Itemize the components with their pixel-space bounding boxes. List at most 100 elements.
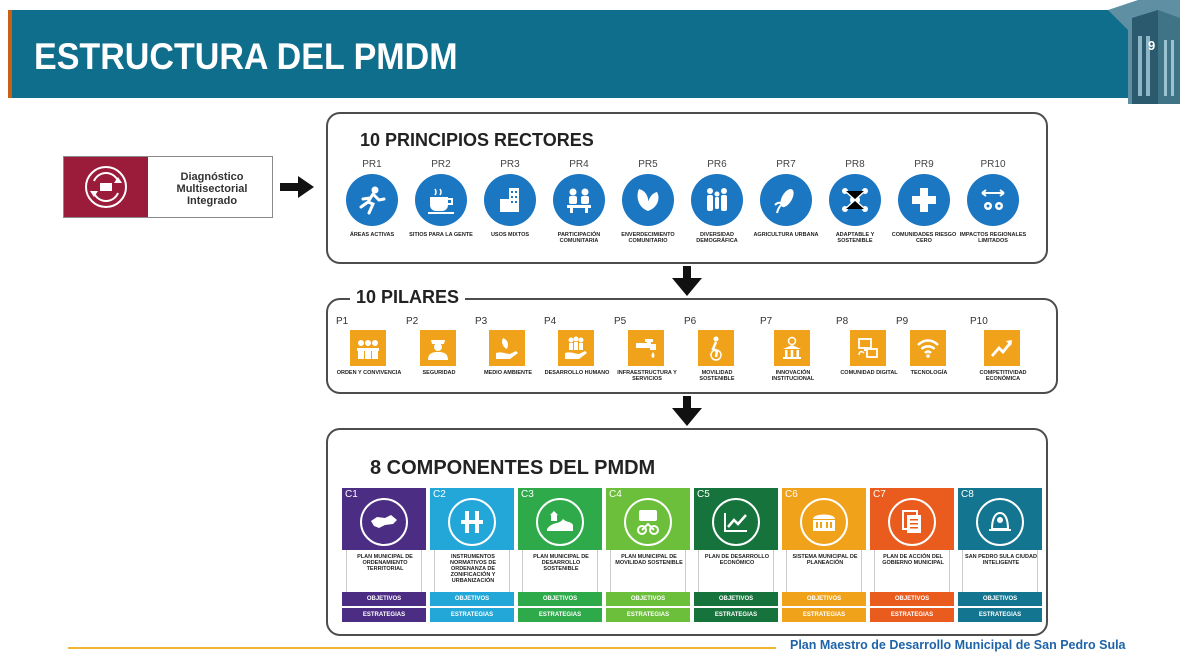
family-icon [691, 174, 743, 226]
pilar-code: P9 [896, 316, 909, 327]
objetivos-label: OBJETIVOS [958, 592, 1042, 606]
pilar-code: P2 [406, 316, 419, 327]
principio-code: PR10 [980, 159, 1006, 170]
componente-header: C1 [342, 488, 426, 550]
pilar-label: INFRAESTRUCTURA Y SERVICIOS [617, 370, 677, 382]
leaves-icon [622, 174, 674, 226]
principio-item: PR9 COMUNIDADES RIESGO CERO [889, 158, 959, 244]
componente-body: PLAN MUNICIPAL DE MOVILIDAD SOSTENIBLE [610, 550, 686, 592]
componente-label: PLAN DE ACCIÓN DEL GOBIERNO MUNICIPAL [882, 554, 944, 566]
diagnosis-cycle-icon [64, 157, 148, 217]
pilar-code: P4 [544, 316, 557, 327]
source-line-3: Integrado [186, 195, 238, 207]
pilar-code: P8 [836, 316, 849, 327]
estrategias-label: ESTRATEGIAS [958, 608, 1042, 622]
objetivos-label: OBJETIVOS [870, 592, 954, 606]
principio-code: PR8 [845, 159, 865, 170]
componente-body: PLAN DE DESARROLLO ECONÓMICO [698, 550, 774, 592]
pilar-label: COMPETITIVIDAD ECONÓMICA [979, 370, 1027, 382]
footer-text: Plan Maestro de Desarrollo Municipal de … [790, 638, 1126, 652]
principio-label: ÁREAS ACTIVAS [349, 232, 395, 238]
principio-item: PR4 PARTICIPACIÓN COMUNITARIA [544, 158, 614, 244]
economy-chart-icon [712, 498, 760, 546]
principio-code: PR4 [569, 159, 589, 170]
principio-code: PR2 [431, 159, 451, 170]
componente-card: C6 SISTEMA MUNICIPAL DE PLANEACIÓN OBJET… [782, 488, 866, 624]
componente-code: C7 [873, 489, 886, 500]
componente-card: C8 SAN PEDRO SULA CIUDAD INTELIGENTE OBJ… [958, 488, 1042, 624]
componente-body: INSTRUMENTOS NORMATIVOS DE ORDENANZA DE … [434, 550, 510, 592]
objetivos-label: OBJETIVOS [430, 592, 514, 606]
componente-card: C4 PLAN MUNICIPAL DE MOVILIDAD SOSTENIBL… [606, 488, 690, 624]
territory-map-icon [360, 498, 408, 546]
source-line-1: Diagnóstico [180, 171, 244, 183]
componente-body: PLAN MUNICIPAL DE DESARROLLO SOSTENIBLE [522, 550, 598, 592]
principio-item: PR6 DIVERSIDAD DEMOGRÁFICA [682, 158, 752, 244]
principio-item: PR1 ÁREAS ACTIVAS [337, 158, 407, 238]
principio-item: PR8 ADAPTABLE Y SOSTENIBLE [820, 158, 890, 244]
componente-code: C1 [345, 489, 358, 500]
city-hall-icon [800, 498, 848, 546]
principio-label: PARTICIPACIÓN COMUNITARIA [557, 232, 601, 244]
objetivos-label: OBJETIVOS [782, 592, 866, 606]
arrow-down-icon [672, 266, 702, 296]
wifi-icon [910, 330, 946, 366]
componente-label: SISTEMA MUNICIPAL DE PLANEACIÓN [792, 554, 858, 566]
principio-label: ENVERDECIMIENTO COMUNITARIO [621, 232, 675, 244]
estrategias-label: ESTRATEGIAS [518, 608, 602, 622]
componente-card: C2 INSTRUMENTOS NORMATIVOS DE ORDENANZA … [430, 488, 514, 624]
componente-card: C1 PLAN MUNICIPAL DE ORDENAMIENTO TERRIT… [342, 488, 426, 624]
principio-label: ADAPTABLE Y SOSTENIBLE [835, 232, 875, 244]
objetivos-label: OBJETIVOS [606, 592, 690, 606]
source-line-2: Multisectorial [176, 183, 248, 195]
principio-label: DIVERSIDAD DEMOGRÁFICA [696, 232, 738, 244]
estrategias-label: ESTRATEGIAS [782, 608, 866, 622]
componente-card: C3 PLAN MUNICIPAL DE DESARROLLO SOSTENIB… [518, 488, 602, 624]
landscape-icon [536, 498, 584, 546]
principio-item: PR5 ENVERDECIMIENTO COMUNITARIO [613, 158, 683, 244]
corn-icon [760, 174, 812, 226]
principio-label: SITIOS PARA LA GENTE [409, 232, 473, 238]
pilar-code: P10 [970, 316, 988, 327]
mobility-icon [624, 498, 672, 546]
principio-code: PR1 [362, 159, 382, 170]
meeting-icon [553, 174, 605, 226]
principio-label: USOS MIXTOS [490, 232, 530, 238]
principio-code: PR7 [776, 159, 796, 170]
people-hand-icon [558, 330, 594, 366]
arrow-right-icon [280, 176, 314, 198]
pilar-code: P1 [336, 316, 349, 327]
cyclist-icon [698, 330, 734, 366]
plant-hand-icon [489, 330, 525, 366]
principio-label: IMPACTOS REGIONALES LIMITADOS [959, 232, 1027, 244]
principio-code: PR9 [914, 159, 934, 170]
footer-line [68, 647, 776, 649]
water-tap-icon [628, 330, 664, 366]
estrategias-label: ESTRATEGIAS [430, 608, 514, 622]
componente-code: C2 [433, 489, 446, 500]
pilares-title: 10 PILARES [350, 287, 466, 308]
componentes-title: 8 COMPONENTES DEL PMDM [370, 457, 656, 480]
objetivos-label: OBJETIVOS [518, 592, 602, 606]
componente-header: C7 [870, 488, 954, 550]
principio-code: PR5 [638, 159, 658, 170]
principio-label: AGRICULTURA URBANA [753, 232, 819, 238]
first-aid-cross-icon [898, 174, 950, 226]
pilar-label: SEGURIDAD [422, 370, 456, 376]
growth-chart-icon [984, 330, 1020, 366]
institution-bulb-icon [774, 330, 810, 366]
page-number: 9 [1148, 38, 1156, 53]
componente-header: C8 [958, 488, 1042, 550]
source-box: Diagnóstico Multisectorial Integrado [63, 156, 273, 218]
componente-body: PLAN MUNICIPAL DE ORDENAMIENTO TERRITORI… [346, 550, 422, 592]
componente-header: C2 [430, 488, 514, 550]
componente-code: C4 [609, 489, 622, 500]
componente-card: C7 PLAN DE ACCIÓN DEL GOBIERNO MUNICIPAL… [870, 488, 954, 624]
componente-card: C5 PLAN DE DESARROLLO ECONÓMICO OBJETIVO… [694, 488, 778, 624]
estrategias-label: ESTRATEGIAS [606, 608, 690, 622]
principio-code: PR3 [500, 159, 520, 170]
pilar-label: TECNOLOGÍA [910, 370, 948, 376]
source-label: Diagnóstico Multisectorial Integrado [154, 171, 270, 207]
arrows-radiation-icon [967, 174, 1019, 226]
componente-header: C4 [606, 488, 690, 550]
